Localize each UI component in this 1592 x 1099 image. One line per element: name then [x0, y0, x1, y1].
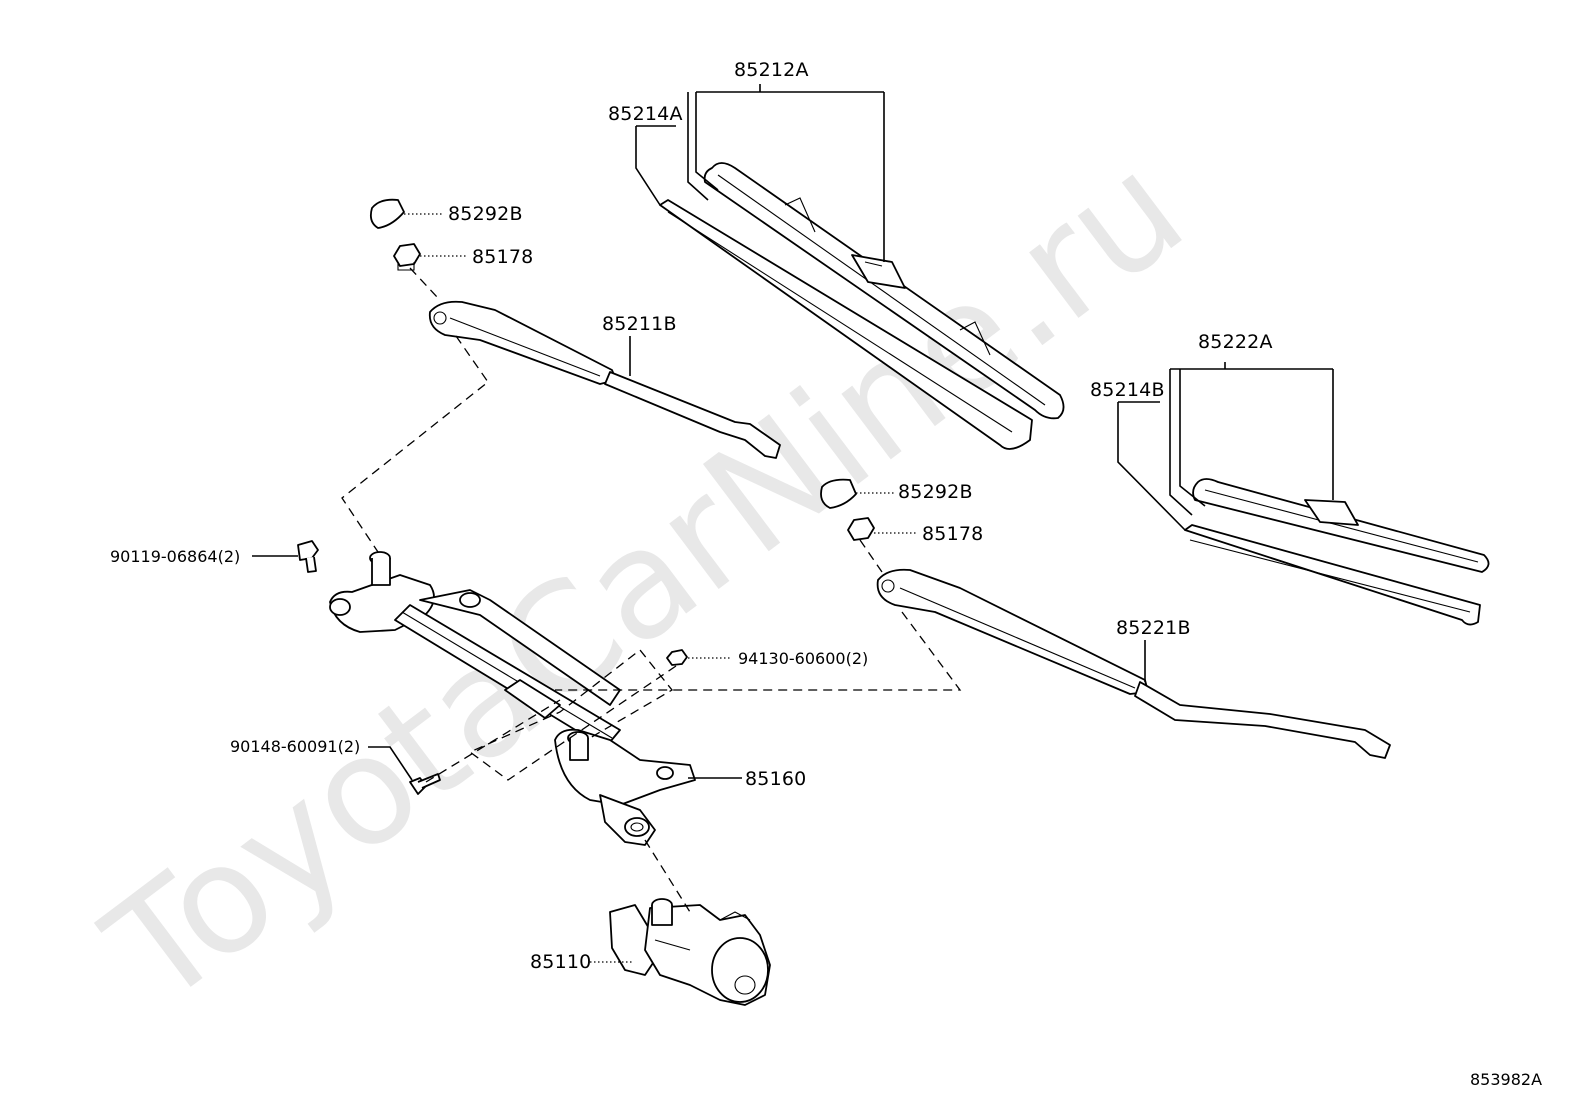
leader-85222A [1170, 362, 1334, 500]
label-85214B[interactable]: 85214B [1090, 379, 1165, 401]
label-85178-right[interactable]: 85178 [922, 523, 983, 545]
wiper-motor[interactable] [609, 898, 771, 1006]
watermark: ToyotaCarNine.ru [76, 122, 1214, 1040]
label-85222A[interactable]: 85222A [1198, 331, 1273, 353]
label-85214A[interactable]: 85214A [608, 103, 683, 125]
label-85292B-left[interactable]: 85292B [448, 203, 523, 225]
left-arm-nut[interactable] [393, 243, 421, 271]
leader-85212A [696, 84, 885, 262]
nut-94130[interactable] [666, 649, 688, 666]
left-arm-cap[interactable] [369, 198, 405, 229]
label-85212A[interactable]: 85212A [734, 59, 809, 81]
bolt-90148[interactable] [409, 773, 441, 795]
bolt-90119[interactable] [297, 540, 319, 573]
right-wiper-blade[interactable] [1184, 478, 1490, 626]
label-85110[interactable]: 85110 [530, 951, 591, 973]
assembly-dashed-lines [341, 267, 962, 913]
label-85160[interactable]: 85160 [745, 768, 806, 790]
right-wiper-arm[interactable] [876, 568, 1391, 759]
label-90148-60091[interactable]: 90148-60091(2) [230, 737, 360, 756]
right-arm-cap[interactable] [820, 478, 857, 509]
label-90119-06864[interactable]: 90119-06864(2) [110, 547, 240, 566]
wiper-linkage[interactable] [329, 551, 696, 846]
label-85221B[interactable]: 85221B [1116, 617, 1191, 639]
label-85178-left[interactable]: 85178 [472, 246, 533, 268]
label-85211B[interactable]: 85211B [602, 313, 677, 335]
diagram-code: 853982A [1470, 1070, 1542, 1089]
leader-85214A [635, 126, 661, 206]
left-wiper-arm[interactable] [428, 300, 781, 459]
left-wiper-blade[interactable] [659, 162, 1065, 450]
right-arm-nut[interactable] [847, 517, 875, 541]
leader-85214B [1117, 402, 1186, 531]
label-85292B-right[interactable]: 85292B [898, 481, 973, 503]
label-94130-60600[interactable]: 94130-60600(2) [738, 649, 868, 668]
